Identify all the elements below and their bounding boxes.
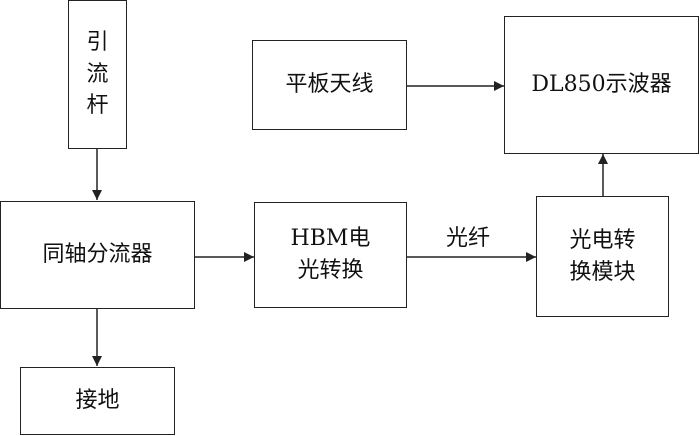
hbm-converter-box: HBM电 光转换: [254, 202, 407, 308]
flat-antenna-box: 平板天线: [252, 40, 407, 130]
oe-module-label-line-2: 换模块: [569, 259, 636, 285]
oscilloscope-box: DL850示波器: [504, 16, 699, 154]
oe-module-box: 光电转 换模块: [536, 196, 669, 317]
hbm-label-line-2: 光转换: [297, 258, 364, 283]
coax-shunt-label: 同轴分流器: [42, 242, 153, 268]
fiber-edge-label: 光纤: [446, 226, 491, 251]
ground-box: 接地: [20, 367, 175, 435]
hbm-label-line-1: HBM电: [290, 226, 371, 252]
lightning-rod-char-1: 引: [86, 29, 109, 55]
lightning-rod-char-3: 杆: [86, 93, 109, 119]
oe-module-label-line-1: 光电转: [569, 227, 636, 253]
oscilloscope-label: DL850示波器: [531, 72, 672, 98]
lightning-rod-char-2: 流: [86, 61, 109, 87]
coax-shunt-box: 同轴分流器: [0, 201, 195, 309]
flat-antenna-label: 平板天线: [285, 72, 374, 98]
lightning-rod-box: 引 流 杆: [68, 0, 127, 149]
ground-label: 接地: [75, 388, 120, 414]
